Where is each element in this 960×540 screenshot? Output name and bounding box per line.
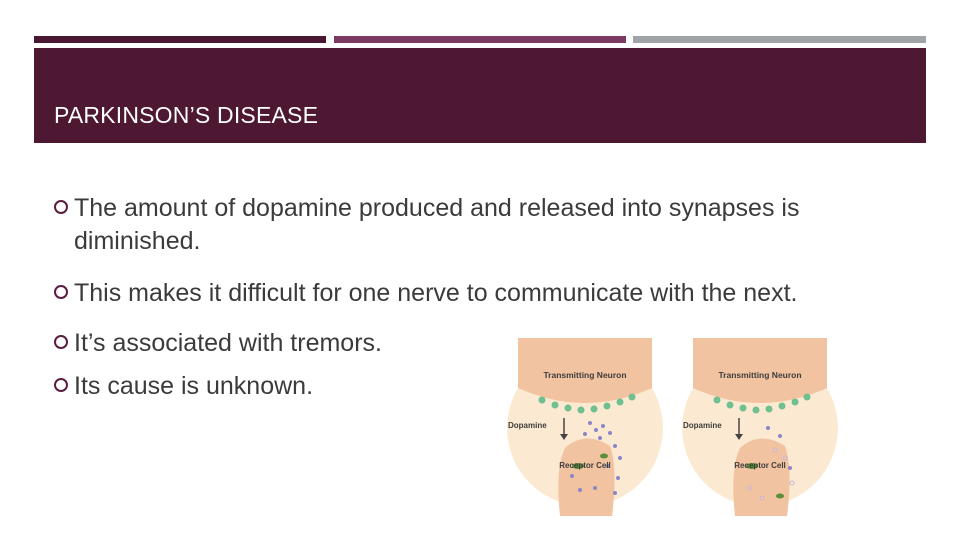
label-transmitting-neuron: Transmitting Neuron: [718, 370, 801, 380]
bullet-item: The amount of dopamine produced and rele…: [54, 192, 914, 258]
bullet-list: The amount of dopamine produced and rele…: [54, 192, 914, 403]
mitochondria: [746, 463, 784, 499]
accent-bar-gray: [633, 36, 926, 43]
vesicle-row: [538, 393, 636, 414]
bullet-text: It’s associated with tremors.: [74, 329, 382, 357]
label-dopamine: Dopamine: [683, 421, 722, 430]
label-receptor-cell: Receptor Cell: [734, 461, 786, 470]
bullet-text: This makes it difficult for one nerve to…: [74, 279, 798, 307]
receptor-cell-shape: [733, 438, 790, 516]
transmitting-neuron-shape: [518, 338, 652, 403]
bullet-item: It’s associated with tremors.: [54, 327, 914, 360]
bullet-item: Its cause is unknown.: [54, 370, 914, 403]
synapse-panel-parkinsons: Transmitting Neuron Dopamine Receptor Ce…: [682, 338, 838, 516]
synapse-figure: Transmitting Neuron Dopamine Receptor Ce…: [500, 338, 850, 518]
accent-bar-dark: [34, 36, 326, 43]
accent-bar-magenta: [334, 36, 626, 43]
dopamine-dots: [570, 421, 622, 495]
synapse-panel-normal: Transmitting Neuron Dopamine Receptor Ce…: [507, 338, 663, 516]
bullet-text: Its cause is unknown.: [74, 372, 314, 400]
bullet-item: This makes it difficult for one nerve to…: [54, 277, 914, 310]
transmitting-neuron-shape: [693, 338, 827, 403]
receptor-cell-shape: [558, 438, 615, 516]
bullet-circle-icon: [54, 200, 68, 214]
bullet-circle-icon: [54, 335, 68, 349]
title-band: PARKINSON’S DISEASE: [34, 48, 926, 143]
synapse-illustration: Transmitting Neuron Dopamine Receptor Ce…: [507, 338, 838, 516]
vesicle-row: [713, 393, 811, 414]
dopamine-dots: [766, 426, 792, 470]
label-dopamine: Dopamine: [508, 421, 547, 430]
mitochondria: [572, 453, 608, 469]
bullet-text: The amount of dopamine produced and rele…: [74, 194, 800, 255]
bullet-circle-icon: [54, 378, 68, 392]
label-transmitting-neuron: Transmitting Neuron: [543, 370, 626, 380]
label-receptor-cell: Receptor Cell: [559, 461, 611, 470]
slide-title: PARKINSON’S DISEASE: [54, 102, 319, 128]
bullet-circle-icon: [54, 285, 68, 299]
empty-receptors: [747, 447, 795, 501]
